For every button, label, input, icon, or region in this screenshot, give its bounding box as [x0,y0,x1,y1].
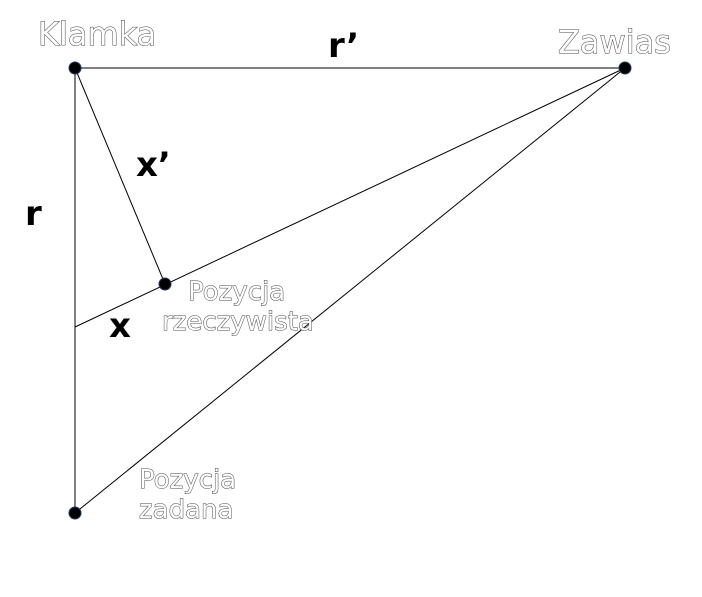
segment-label-x: x [109,306,131,346]
pozycja-zadana-label-line2: zadana [139,495,233,525]
pozycja-rzeczywista-label-line1: Pozycja [188,277,285,307]
zawias-label: Zawias [558,23,671,61]
segment-label-r-prime: r’ [328,26,359,66]
pozycja-zadana-point [68,506,82,520]
segment-label-x-prime: x’ [136,145,171,185]
segment-label-r: r [25,194,42,234]
pozycja-zadana-label-line1: Pozycja [139,465,236,495]
pozycja-rzeczywista-point [158,277,172,291]
edge-zawias-rzeczywista [74,67,626,328]
edge-klamka-rzeczywista [74,67,166,285]
klamka-point [68,61,82,75]
pozycja-rzeczywista-label-line2: rzeczywista [162,307,314,337]
zawias-point [618,61,632,75]
klamka-label: Klamka [38,15,156,53]
edge-zawias-zadana [74,67,626,514]
